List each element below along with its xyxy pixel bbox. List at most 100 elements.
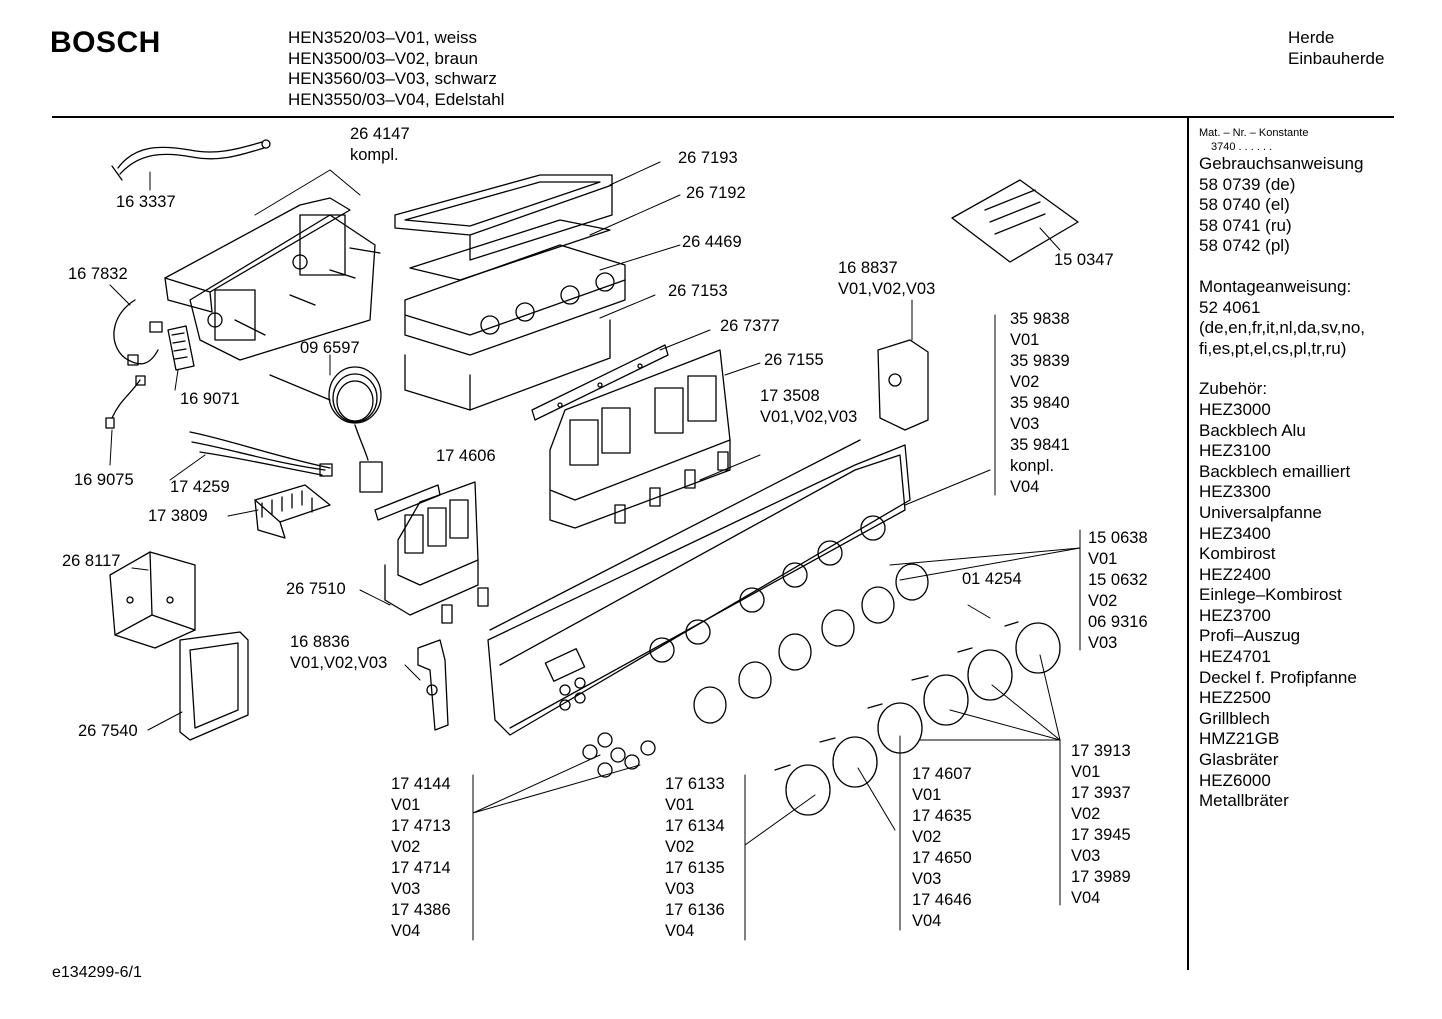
part-number-line: 17 4635 xyxy=(912,807,972,825)
part-number-line: V04 xyxy=(1071,889,1101,907)
control-panel-fascia xyxy=(487,439,911,736)
control-module-267155 xyxy=(549,349,731,529)
switch-assembly-264147 xyxy=(164,197,381,361)
part-number-line: V04 xyxy=(391,922,421,940)
label-163337: 16 3337 xyxy=(116,193,176,211)
control-module-174606 xyxy=(374,481,479,616)
sidebar-line: Zubehör: xyxy=(1199,379,1268,399)
wire-169075 xyxy=(105,375,146,429)
label-168837: 16 8837 V01,V02,V03 xyxy=(838,258,935,300)
part-number-line: V02 xyxy=(1088,592,1118,610)
part-number-line: V03 xyxy=(1071,847,1101,865)
part-number-line: 17 4144 xyxy=(391,775,451,793)
part-number-line: V02 xyxy=(1071,805,1101,823)
control-knobs xyxy=(774,621,1061,816)
cover-267192 xyxy=(409,219,611,281)
sidebar-line: Kombirost xyxy=(1199,544,1276,564)
screw-bag-150347 xyxy=(951,179,1079,263)
model-line: HEN3550/03–V04, Edelstahl xyxy=(288,89,505,109)
sidebar-line: Profi–Auszug xyxy=(1199,626,1301,646)
label-173508: 17 3508 V01,V02,V03 xyxy=(760,386,857,428)
model-line: HEN3520/03–V01, weiss xyxy=(288,28,478,47)
part-number-line: 15 0632 xyxy=(1088,571,1148,589)
sidebar-line: HEZ3000 xyxy=(1199,399,1271,419)
cable-part-163337 xyxy=(111,139,271,181)
sidebar-line: HEZ4701 xyxy=(1199,647,1271,667)
label-267510: 26 7510 xyxy=(286,580,346,598)
part-number-line: 17 4650 xyxy=(912,849,972,867)
part-number-line: V03 xyxy=(665,880,695,898)
part-number-line: V01 xyxy=(391,796,421,814)
temperature-sensor-096597 xyxy=(269,366,383,493)
sidebar-line: Backblech Alu xyxy=(1199,420,1306,440)
part-number-line: V01 xyxy=(1088,550,1118,568)
label-267193: 26 7193 xyxy=(678,149,738,167)
sidebar-line: HEZ6000 xyxy=(1199,770,1271,790)
sidebar-line: (de,en,fr,it,nl,da,sv,no, xyxy=(1199,318,1365,338)
label-line: V01,V02,V03 xyxy=(290,654,388,672)
label-267155: 26 7155 xyxy=(764,351,824,369)
wire-harness-174259 xyxy=(189,431,333,477)
part-number-line: V03 xyxy=(912,870,942,888)
housing-267153 xyxy=(404,319,611,411)
sidebar-line: Metallbräter xyxy=(1199,791,1289,811)
model-line: HEN3560/03–V03, schwarz xyxy=(288,69,497,88)
part-number-line: 17 6136 xyxy=(665,901,725,919)
label-line: 16 8836 xyxy=(290,633,350,651)
switch-module-264469 xyxy=(404,244,626,356)
sidebar-line: 58 0740 (el) xyxy=(1199,195,1290,215)
brand-logo: BOSCH xyxy=(50,26,161,59)
part-number-line: V04 xyxy=(912,912,942,930)
part-number-line: V01 xyxy=(665,796,695,814)
part-number-line: 17 4646 xyxy=(912,891,972,909)
label-267540: 26 7540 xyxy=(78,722,138,740)
label-168836: 16 8836 V01,V02,V03 xyxy=(290,632,387,674)
sidebar-line: 58 0741 (ru) xyxy=(1199,215,1292,235)
sidebar-line: HEZ3700 xyxy=(1199,605,1271,625)
brace-lines xyxy=(472,314,1081,941)
part-number-line: V02 xyxy=(1010,373,1040,391)
label-268117: 26 8117 xyxy=(62,552,121,570)
push-buttons-174144 xyxy=(582,732,656,778)
sidebar-line: HEZ3400 xyxy=(1199,523,1271,543)
label-line: kompl. xyxy=(350,146,399,164)
part-number-line: V01 xyxy=(1010,331,1040,349)
terminal-block-173809 xyxy=(254,484,331,539)
label-167832: 16 7832 xyxy=(68,265,128,283)
document-id: e134299-6/1 xyxy=(52,964,142,981)
sidebar-divider xyxy=(1187,118,1189,970)
wire-harness-167832 xyxy=(113,299,163,366)
relay-housing-268117 xyxy=(109,551,196,649)
part-number-line: V02 xyxy=(665,838,695,856)
label-150347: 15 0347 xyxy=(1054,251,1114,269)
part-number-line: V03 xyxy=(391,880,421,898)
clips xyxy=(441,451,729,624)
label-line: 17 3508 xyxy=(760,387,820,405)
label-169075: 16 9075 xyxy=(74,471,134,489)
sidebar-line: HEZ3300 xyxy=(1199,482,1271,502)
model-line: HEN3500/03–V02, braun xyxy=(288,48,478,68)
label-267153: 26 7153 xyxy=(668,282,728,300)
header-divider xyxy=(52,116,1394,118)
sidebar-line: Einlege–Kombirost xyxy=(1199,585,1342,605)
label-line: V01,V02,V03 xyxy=(760,408,858,426)
label-line: 26 4147 xyxy=(350,125,410,143)
label-173809: 17 3809 xyxy=(148,507,208,525)
label-line: V01,V02,V03 xyxy=(838,280,936,298)
sidebar-line: Gebrauchsanweisung xyxy=(1199,154,1364,173)
part-number-line: 17 3913 xyxy=(1071,742,1131,760)
part-number-line: 17 4386 xyxy=(391,901,451,919)
part-number-line: 17 3989 xyxy=(1071,868,1131,886)
part-number-line: 17 6133 xyxy=(665,775,725,793)
part-number-line: 17 6135 xyxy=(665,859,725,877)
part-number-line: konpl. xyxy=(1010,457,1055,475)
part-number-line: 17 4714 xyxy=(391,859,451,877)
part-number-line: 35 9840 xyxy=(1010,394,1070,412)
part-number-line: V02 xyxy=(391,838,421,856)
part-number-line: 06 9316 xyxy=(1088,613,1148,631)
